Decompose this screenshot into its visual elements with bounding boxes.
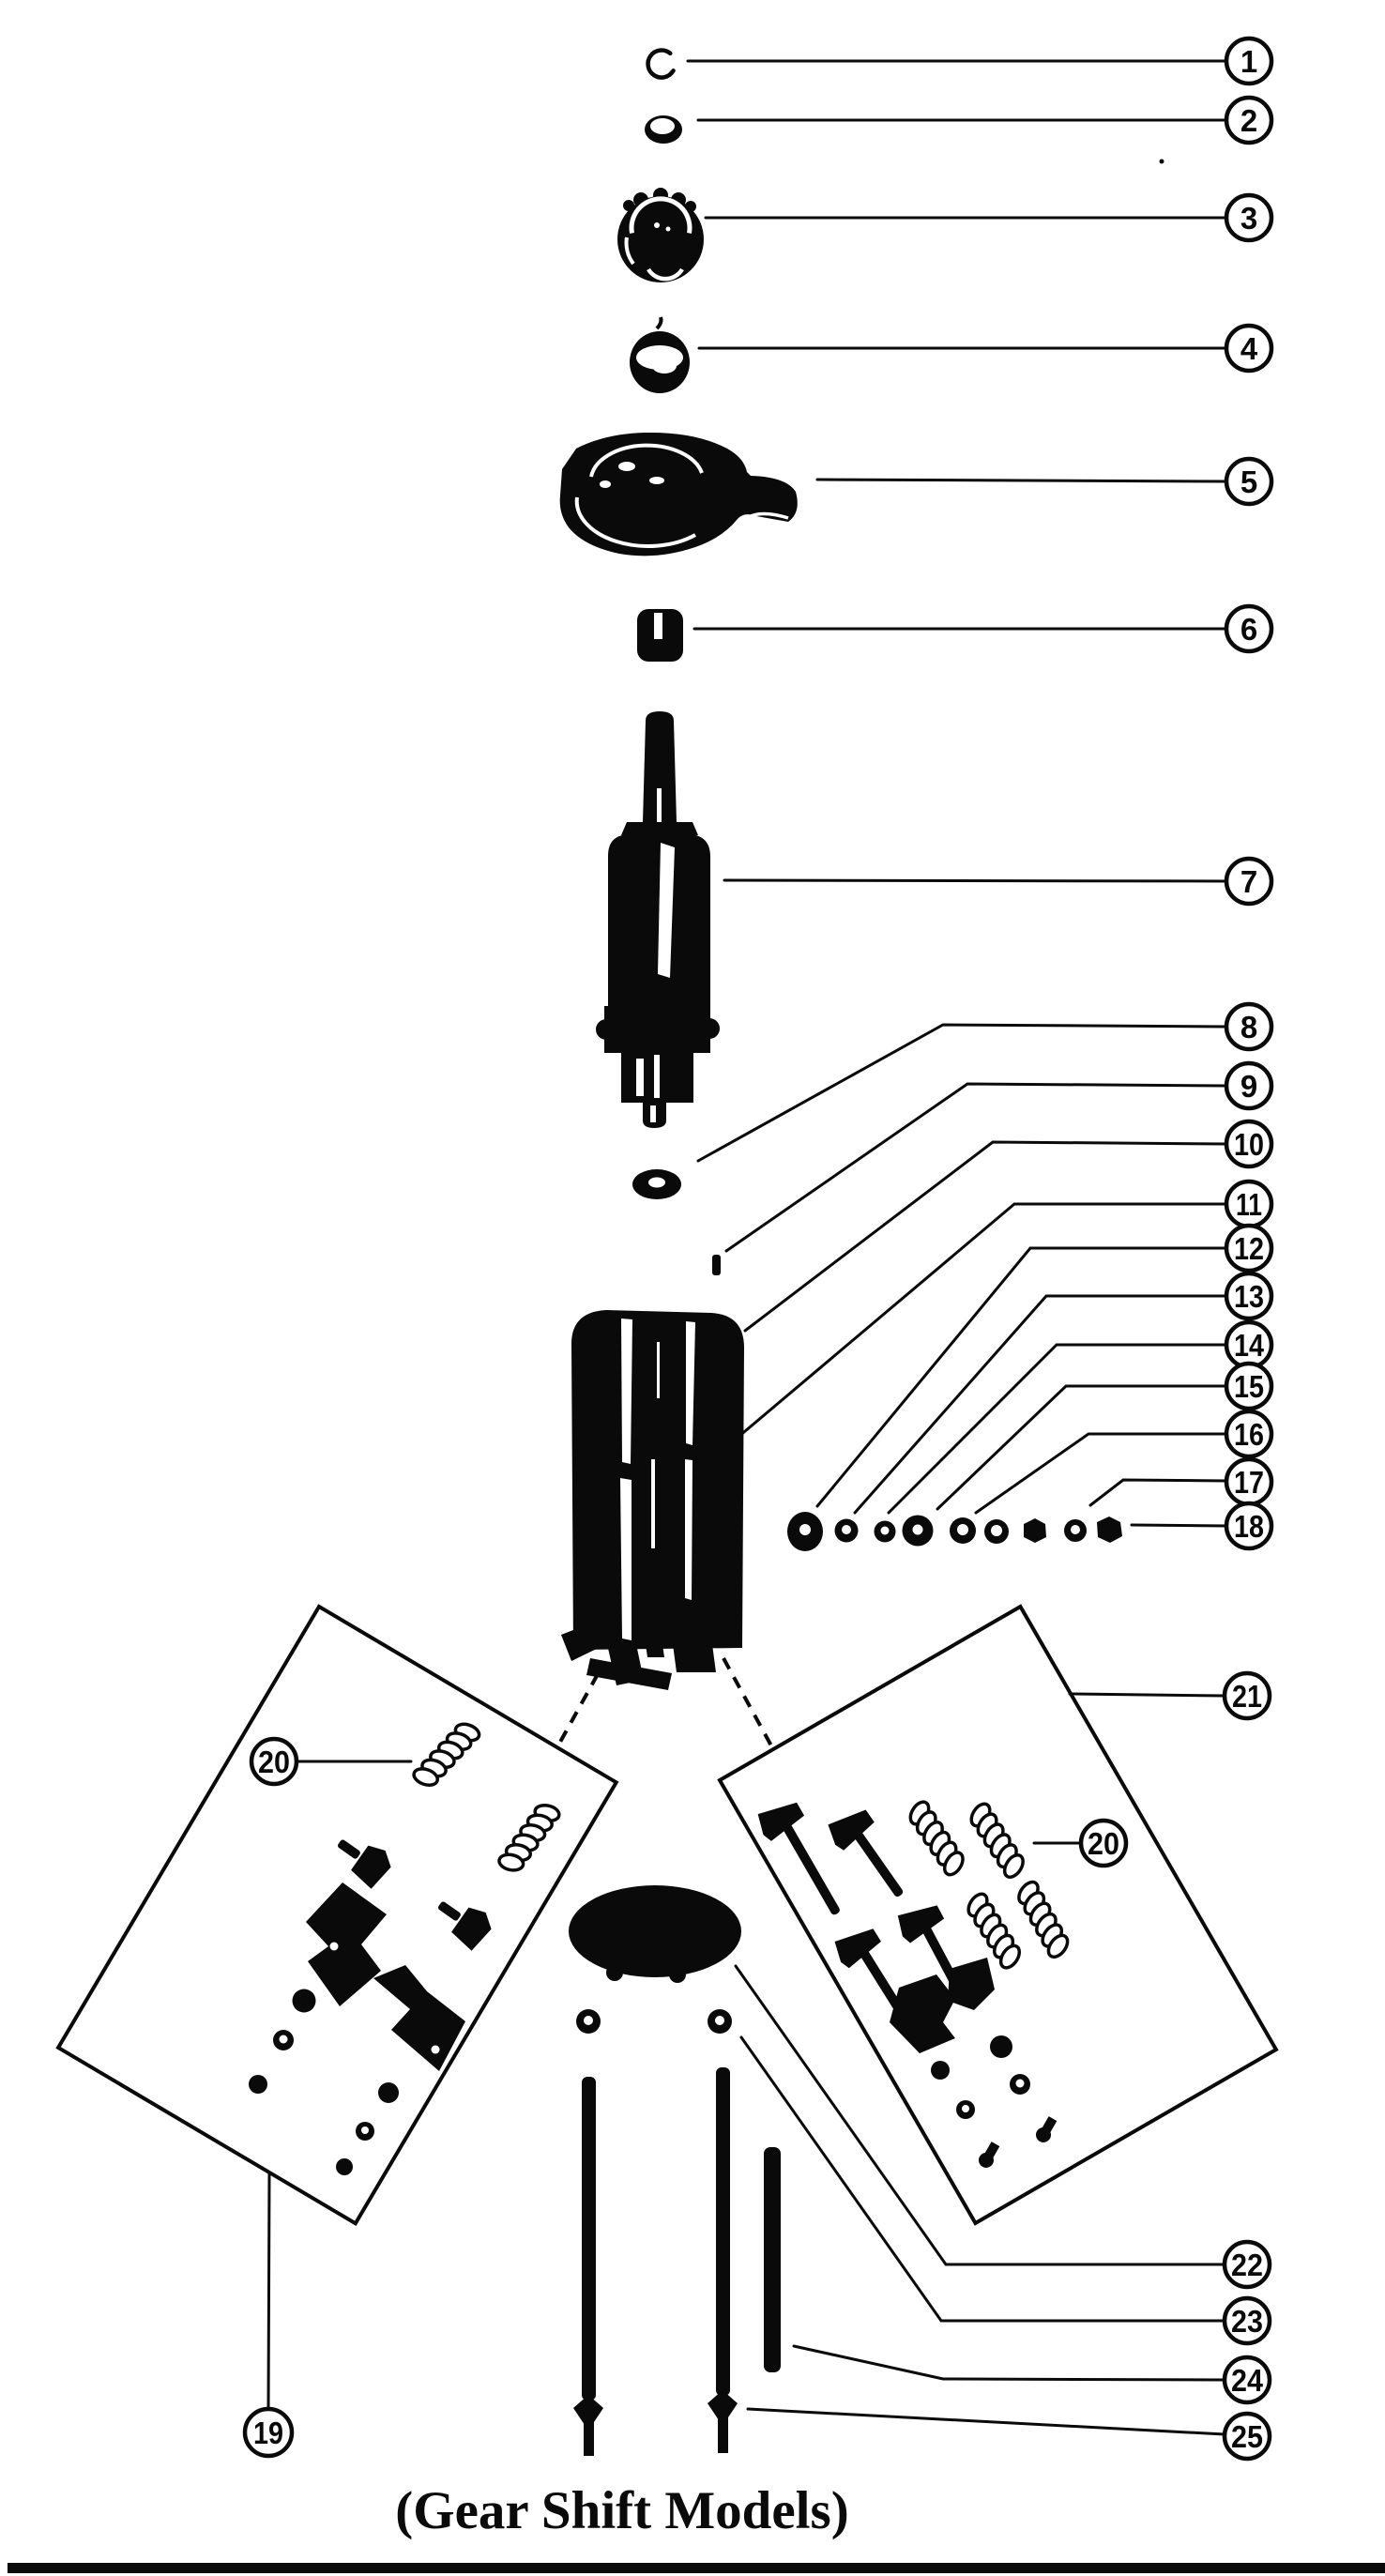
svg-text:14: 14 — [1234, 1328, 1265, 1363]
svg-text:21: 21 — [1232, 1679, 1262, 1714]
svg-text:20: 20 — [258, 1745, 290, 1779]
svg-text:20: 20 — [1088, 1826, 1119, 1861]
svg-text:7: 7 — [1240, 864, 1257, 899]
svg-text:17: 17 — [1234, 1465, 1264, 1500]
svg-text:2: 2 — [1240, 103, 1257, 138]
svg-text:5: 5 — [1240, 465, 1257, 499]
svg-text:22: 22 — [1231, 2248, 1263, 2282]
svg-text:9: 9 — [1240, 1069, 1257, 1104]
svg-text:1: 1 — [1240, 44, 1257, 79]
svg-text:6: 6 — [1240, 612, 1257, 647]
svg-text:11: 11 — [1236, 1187, 1262, 1222]
svg-text:3: 3 — [1240, 201, 1257, 236]
svg-text:16: 16 — [1234, 1417, 1264, 1452]
svg-text:25: 25 — [1231, 2419, 1263, 2454]
svg-text:18: 18 — [1234, 1509, 1264, 1544]
svg-text:4: 4 — [1240, 331, 1258, 366]
svg-text:19: 19 — [253, 2416, 283, 2450]
svg-text:24: 24 — [1231, 2363, 1264, 2398]
svg-text:13: 13 — [1234, 1279, 1264, 1314]
svg-text:23: 23 — [1231, 2304, 1263, 2339]
svg-text:15: 15 — [1234, 1369, 1264, 1404]
svg-text:8: 8 — [1240, 1010, 1257, 1044]
svg-text:10: 10 — [1234, 1127, 1264, 1162]
svg-text:(Gear Shift Models): (Gear Shift Models) — [395, 2481, 848, 2540]
svg-text:12: 12 — [1234, 1231, 1264, 1266]
